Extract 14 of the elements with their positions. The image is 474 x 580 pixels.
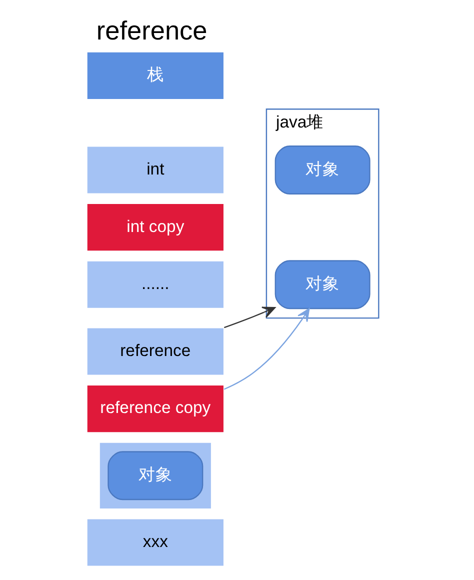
node-box: ...... xyxy=(86,260,224,310)
node-box: 栈 xyxy=(86,51,224,100)
node-box: 对象 xyxy=(274,260,370,310)
arrow xyxy=(223,308,310,390)
node-box: reference xyxy=(86,327,224,376)
cluster xyxy=(98,442,212,510)
node-box: reference copy xyxy=(86,384,224,434)
node-box: 对象 xyxy=(107,451,203,500)
node-box: int copy xyxy=(86,202,224,252)
arrow xyxy=(223,306,276,328)
node-box: xxx xyxy=(86,518,224,567)
diagram-title: reference xyxy=(96,15,207,46)
node-box: int xyxy=(86,146,224,194)
node-box: 对象 xyxy=(274,146,370,194)
